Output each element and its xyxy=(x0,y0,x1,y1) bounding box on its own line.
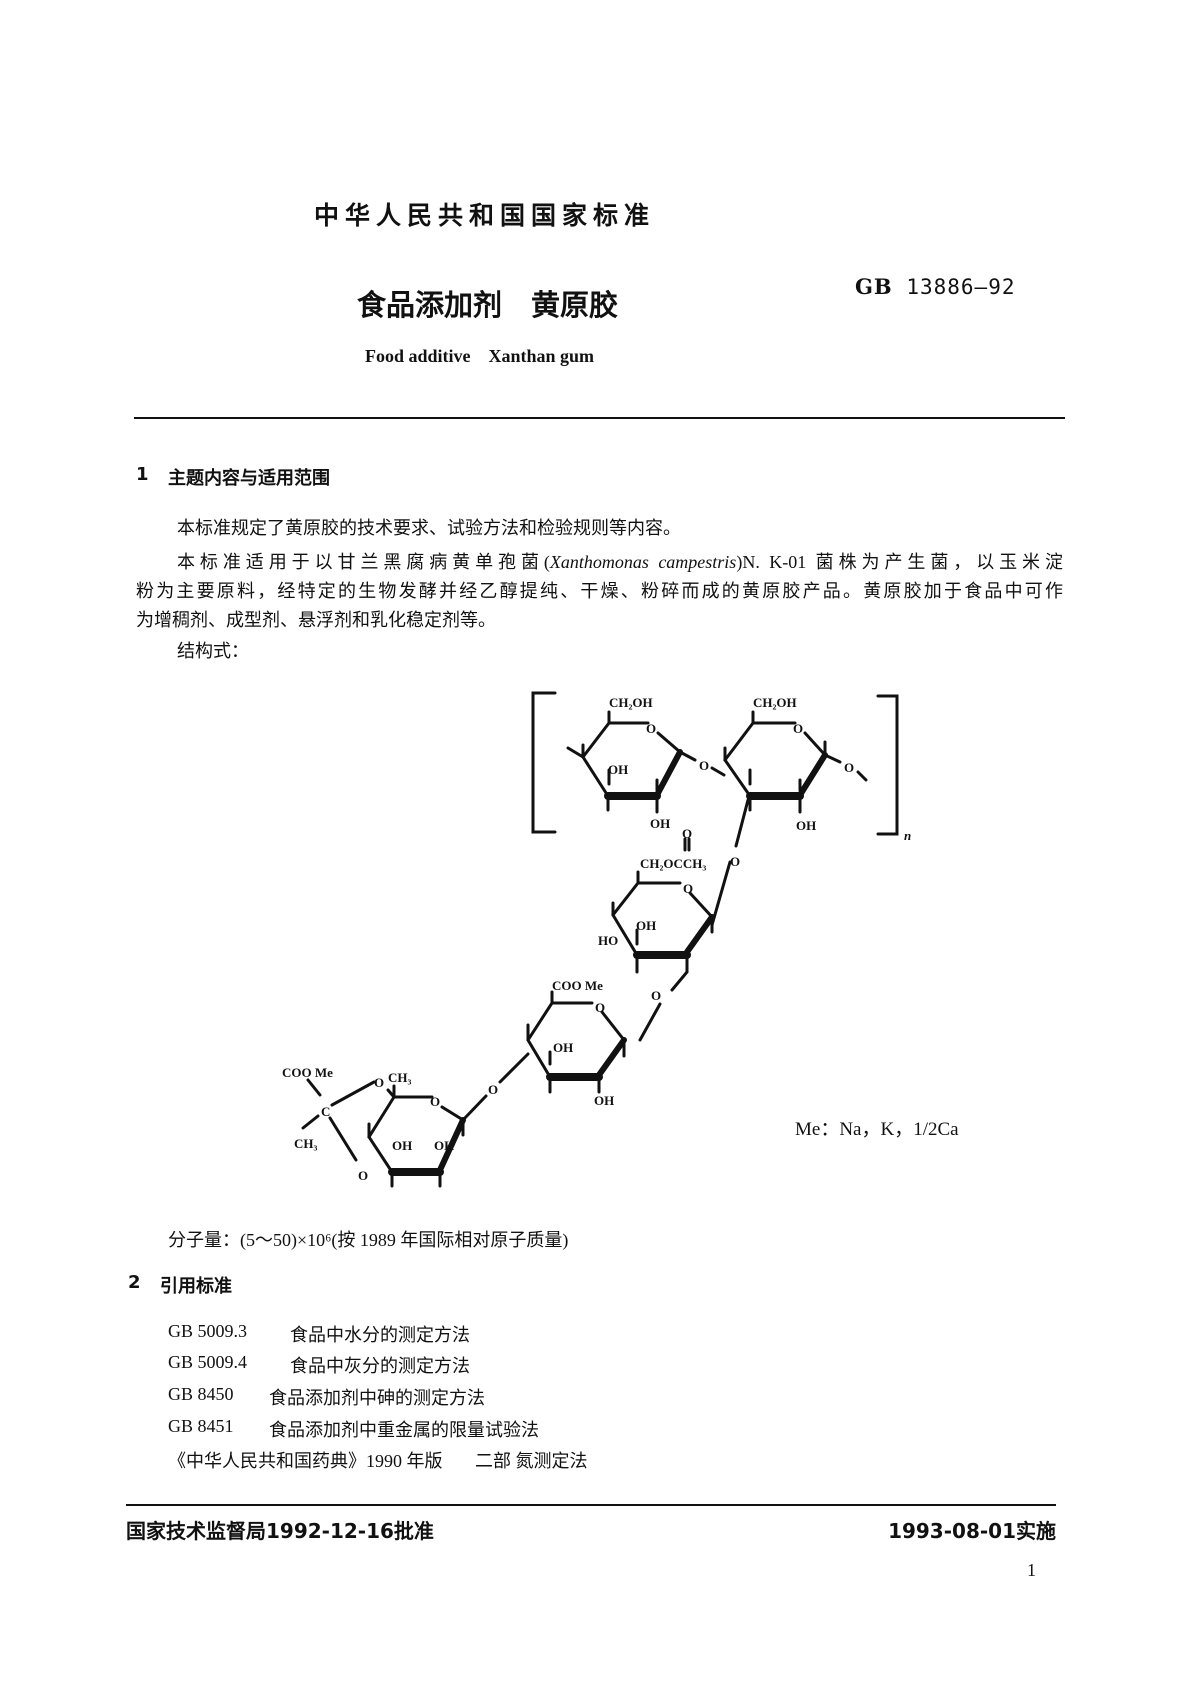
label-link-o: O xyxy=(844,760,854,775)
label-oh: OH xyxy=(608,762,628,777)
gb-prefix: GB xyxy=(855,274,893,299)
label-coo-me: COO Me xyxy=(282,1065,333,1080)
counterion-note: Me：Na，K，1/2Ca xyxy=(795,1119,959,1140)
label-o: O xyxy=(358,1168,368,1183)
label-ho: HO xyxy=(598,933,618,948)
reference-code: 《中华人民共和国药典》1990 年版 xyxy=(168,1451,443,1471)
label-o: O xyxy=(374,1075,384,1090)
standard-type-heading: 中华人民共和国国家标准 xyxy=(314,201,656,230)
footer-divider xyxy=(126,1504,1056,1506)
label-ring-o: O xyxy=(595,1000,605,1015)
section-1-para-2-line-3: 为增稠剂、成型剂、悬浮剂和乳化稳定剂等。 xyxy=(136,610,496,630)
reference-code: GB 8450 xyxy=(168,1384,234,1404)
document-title-cn: 食品添加剂 黄原胶 xyxy=(357,288,619,322)
mannose-ring-5 xyxy=(301,1078,466,1188)
glucose-ring-1 xyxy=(566,710,726,814)
species-name: Xanthomonas campestris xyxy=(549,552,737,572)
reference-code: GB 8451 xyxy=(168,1416,234,1436)
label-link-o: O xyxy=(730,854,740,869)
label-link-o: O xyxy=(651,988,661,1003)
label-carbonyl-o: O xyxy=(682,826,692,841)
gb-number: 13886—92 xyxy=(906,275,1016,299)
section-2-heading: 引用标准 xyxy=(160,1276,232,1297)
section-1-para-2-line-2: 粉为主要原料，经特定的生物发酵并经乙醇提纯、干燥、粉碎而成的黄原胶产品。黄原胶加… xyxy=(136,581,1063,601)
glucose-ring-2 xyxy=(710,710,868,927)
section-1-para-1: 本标准规定了黄原胶的技术要求、试验方法和检验规则等内容。 xyxy=(177,518,681,538)
label-ch2oh: CH₂OH xyxy=(753,695,797,710)
label-ch2oh: CH₂OH xyxy=(609,695,653,710)
label-link-o: O xyxy=(488,1082,498,1097)
label-oh: OH xyxy=(594,1093,614,1108)
approval-date: 国家技术监督局1992-12-16批准 xyxy=(126,1519,434,1543)
label-ring-o: O xyxy=(793,721,803,736)
label-c: C xyxy=(321,1104,330,1119)
reference-title: 食品中灰分的测定方法 xyxy=(290,1356,470,1376)
label-acetyl: CH₂OCCH₃ xyxy=(640,856,706,871)
label-oh: OH xyxy=(796,818,816,833)
effective-date: 1993-08-01实施 xyxy=(888,1519,1056,1543)
reference-title: 二部 氮测定法 xyxy=(475,1451,588,1471)
reference-title: 食品添加剂中重金属的限量试验法 xyxy=(269,1420,539,1440)
text-run: 本标准适用于以甘兰黑腐病黄单孢菌( xyxy=(177,552,550,572)
structure-label: 结构式： xyxy=(177,641,249,661)
label-oh: OH xyxy=(650,816,670,831)
label-ring-o: O xyxy=(430,1094,440,1109)
right-bracket xyxy=(876,694,899,836)
reference-title: 食品添加剂中砷的测定方法 xyxy=(269,1388,485,1408)
reference-code: GB 5009.4 xyxy=(168,1352,248,1372)
label-coo-me: COO Me xyxy=(552,978,603,993)
section-1-number: 1 xyxy=(136,464,149,485)
label-oh: OH xyxy=(636,918,656,933)
reference-code: GB 5009.3 xyxy=(168,1321,248,1341)
section-1-heading: 主题内容与适用范围 xyxy=(168,468,330,489)
label-ring-o: O xyxy=(646,721,656,736)
glucose-ring-3 xyxy=(611,837,715,1042)
molecular-weight: 分子量：(5～50)×10⁶(按 1989 年国际相对原子质量) xyxy=(168,1230,569,1250)
label-ch2: CH₃ xyxy=(388,1070,412,1085)
section-2-number: 2 xyxy=(128,1272,141,1293)
label-oh: OH xyxy=(434,1138,454,1153)
label-ch3: CH₃ xyxy=(294,1136,318,1151)
header-divider xyxy=(134,417,1065,419)
label-link-o: O xyxy=(699,758,709,773)
standard-number: GB 13886—92 xyxy=(855,274,1016,299)
glucuronic-ring-4 xyxy=(461,990,627,1122)
label-oh: OH xyxy=(553,1040,573,1055)
left-bracket xyxy=(531,691,557,834)
section-1-para-2-line-1: 本标准适用于以甘兰黑腐病黄单孢菌(Xanthomonas campestris)… xyxy=(177,548,1063,574)
text-run: )N. K-01 菌株为产生菌，以玉米淀 xyxy=(736,552,1063,572)
label-repeat-n: n xyxy=(904,828,911,843)
reference-title: 食品中水分的测定方法 xyxy=(290,1325,470,1345)
document-title-en: Food additive Xanthan gum xyxy=(365,346,595,366)
label-oh: OH xyxy=(392,1138,412,1153)
label-ring-o: O xyxy=(683,881,693,896)
page-number: 1 xyxy=(1027,1560,1036,1580)
